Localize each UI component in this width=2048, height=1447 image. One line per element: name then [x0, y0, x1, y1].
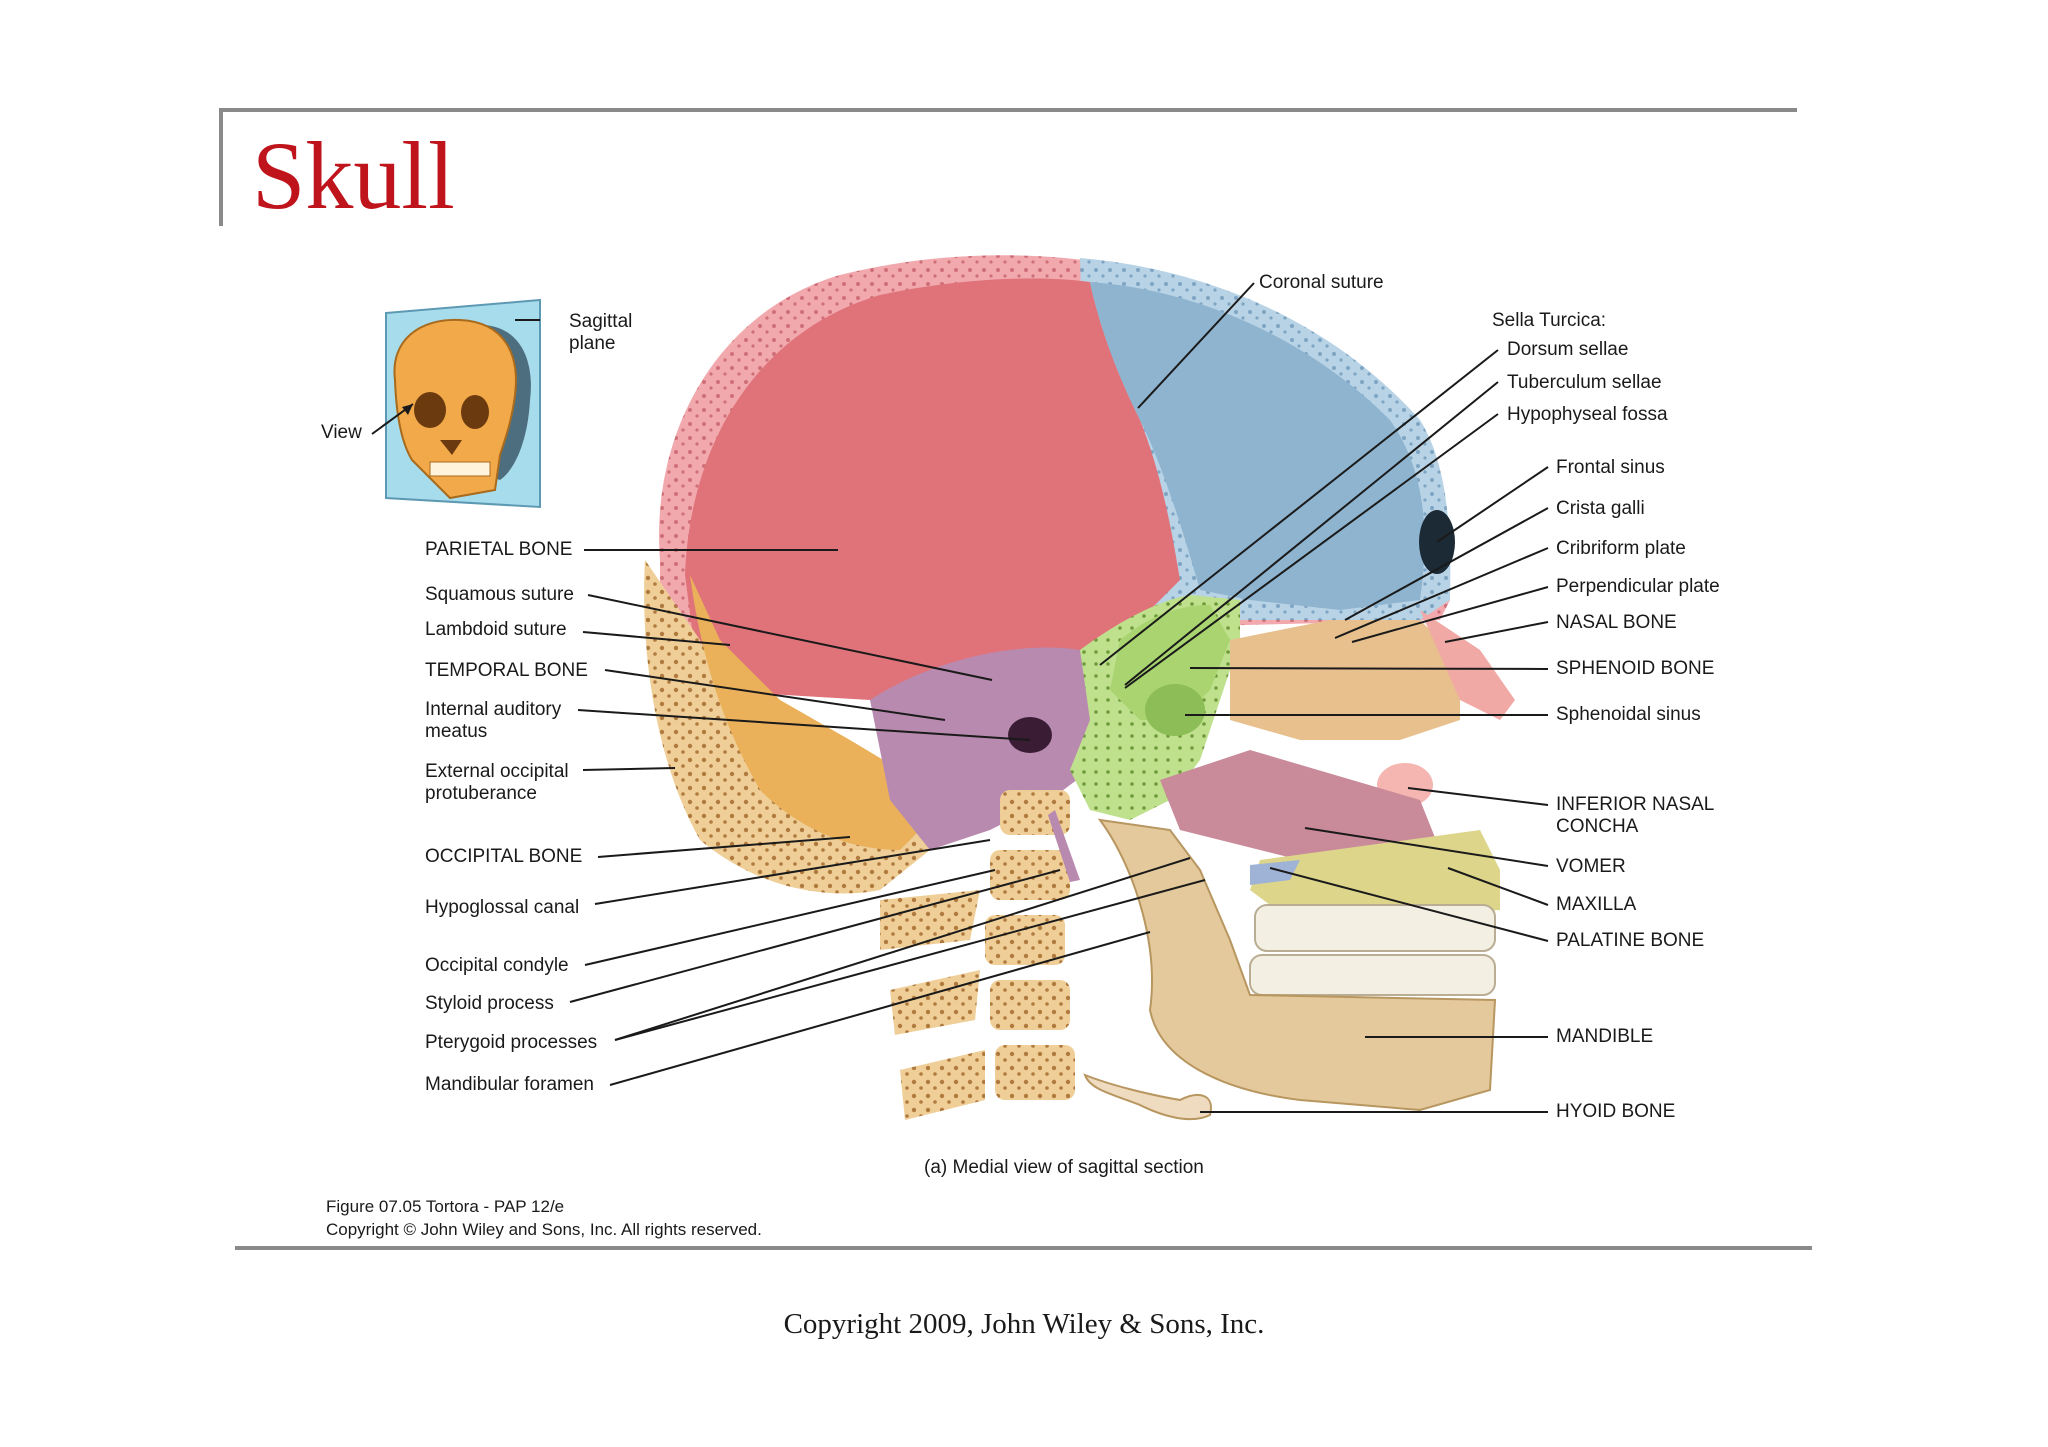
lower-teeth	[1249, 954, 1496, 996]
label-perpendicular-plate: Perpendicular plate	[1556, 576, 1720, 597]
label-occipital-bone: OCCIPITAL BONE	[425, 846, 583, 867]
frontal-bone-shape	[1090, 282, 1425, 610]
leader-palatine	[1269, 867, 1549, 942]
label-palatine-bone: PALATINE BONE	[1556, 930, 1705, 951]
label-view: View	[321, 422, 362, 443]
inset-nasal-cavity	[440, 440, 462, 455]
leader-lambdoid	[582, 631, 731, 646]
occipital-bone-shape	[690, 575, 930, 850]
leader-perpendicular	[1351, 586, 1549, 643]
hyoid-shape	[1083, 1073, 1212, 1121]
label-occipital-condyle: Occipital condyle	[425, 955, 569, 976]
label-crista-galli: Crista galli	[1556, 498, 1645, 519]
label-coronal-suture: Coronal suture	[1259, 272, 1384, 293]
spinous-process-1	[880, 890, 980, 950]
vertebra-2	[990, 850, 1070, 900]
inset-orbit-right	[461, 395, 489, 429]
leader-lines	[569, 282, 1549, 1113]
inset-skull	[393, 318, 517, 500]
label-sagittal-plane: Sagittal plane	[569, 311, 633, 354]
leader-tuberculum	[1124, 381, 1499, 686]
leader-mandibular-foramen	[609, 931, 1151, 1086]
inset-teeth	[429, 461, 491, 477]
label-sphenoid-bone: SPHENOID BONE	[1556, 658, 1715, 679]
leader-squamous	[587, 594, 993, 681]
label-vomer: VOMER	[1556, 856, 1626, 877]
label-hypophyseal-fossa: Hypophyseal fossa	[1507, 404, 1668, 425]
cervical-spine	[880, 790, 1075, 1120]
leader-hypoglossal	[594, 839, 991, 905]
vertebra-4	[990, 980, 1070, 1030]
leader-internal-auditory	[577, 709, 1031, 741]
label-mandible: MANDIBLE	[1556, 1026, 1654, 1047]
label-nasal-bone: NASAL BONE	[1556, 612, 1677, 633]
leader-sphenoid	[1189, 667, 1549, 670]
styloid-shape	[1048, 810, 1080, 882]
sphenoidal-sinus-shape	[1145, 684, 1205, 736]
label-sella-turcica: Sella Turcica:	[1492, 310, 1607, 331]
label-dorsum-sellae: Dorsum sellae	[1507, 339, 1629, 360]
label-styloid-process: Styloid process	[425, 993, 554, 1014]
maxilla-shape	[1250, 830, 1500, 920]
inset-view	[371, 298, 541, 509]
internal-auditory-meatus-shape	[1008, 717, 1052, 753]
leader-hypophyseal	[1124, 413, 1499, 689]
label-mandibular-foramen: Mandibular foramen	[425, 1074, 594, 1095]
vertebra-3	[985, 915, 1065, 965]
inset-orbit-left	[414, 392, 446, 428]
label-hyoid-bone: HYOID BONE	[1556, 1101, 1676, 1122]
label-temporal-bone: TEMPORAL BONE	[425, 660, 588, 681]
vertebra-5	[995, 1045, 1075, 1100]
leader-pterygoid-b	[614, 879, 1206, 1041]
teeth	[1249, 904, 1496, 996]
label-inferior-nasal-concha: INFERIOR NASAL CONCHA	[1556, 794, 1715, 837]
slide-footer: Copyright 2009, John Wiley & Sons, Inc.	[783, 1308, 1265, 1340]
leader-maxilla	[1447, 867, 1549, 906]
vomer-shape	[1160, 750, 1440, 860]
parietal-bone-shape	[685, 278, 1180, 700]
label-lambdoid-suture: Lambdoid suture	[425, 619, 567, 640]
slide-title: Skull	[252, 122, 455, 229]
label-hypoglossal-canal: Hypoglossal canal	[425, 897, 580, 918]
leader-crista-galli	[1344, 507, 1549, 621]
leader-concha	[1407, 787, 1549, 806]
label-sphenoidal-sinus: Sphenoidal sinus	[1556, 704, 1701, 725]
leader-dorsum	[1099, 349, 1499, 666]
leader-styloid	[569, 869, 1061, 1003]
leader-occipital-bone	[597, 836, 851, 858]
leader-vomer	[1304, 827, 1549, 867]
ethmoid-region-shape	[1230, 620, 1460, 740]
label-internal-auditory-meatus: Internal auditory meatus	[425, 699, 562, 742]
leader-occipital-condyle	[584, 869, 996, 966]
upper-teeth	[1254, 904, 1496, 952]
figure-caption: (a) Medial view of sagittal section	[924, 1157, 1204, 1178]
leader-frontal-sinus	[1436, 466, 1549, 543]
leader-pterygoid-a	[614, 857, 1191, 1041]
label-parietal-bone: PARIETAL BONE	[425, 539, 573, 560]
palatine-bone-shape	[1250, 860, 1300, 885]
spinous-process-3	[900, 1050, 985, 1120]
label-squamous-suture: Squamous suture	[425, 584, 574, 605]
leader-external-occipital	[582, 767, 676, 771]
nasal-bone-shape	[1420, 610, 1515, 720]
leader-temporal	[604, 669, 946, 721]
view-arrowhead	[402, 404, 413, 415]
label-tuberculum-sellae: Tuberculum sellae	[1507, 372, 1662, 393]
leader-coronal	[1137, 282, 1255, 409]
label-external-occipital-protuberance: External occipital protuberance	[425, 761, 569, 804]
leader-nasal-bone	[1444, 621, 1549, 643]
label-maxilla: MAXILLA	[1556, 894, 1637, 915]
label-cribriform-plate: Cribriform plate	[1556, 538, 1686, 559]
label-frontal-sinus: Frontal sinus	[1556, 457, 1665, 478]
figure-credit-line1: Figure 07.05 Tortora - PAP 12/e	[326, 1197, 565, 1216]
figure-credit: Figure 07.05 Tortora - PAP 12/e Copyrigh…	[326, 1195, 762, 1241]
figure-credit-line2: Copyright © John Wiley and Sons, Inc. Al…	[326, 1220, 762, 1239]
label-pterygoid-processes: Pterygoid processes	[425, 1032, 598, 1053]
leader-cribriform	[1334, 547, 1549, 639]
